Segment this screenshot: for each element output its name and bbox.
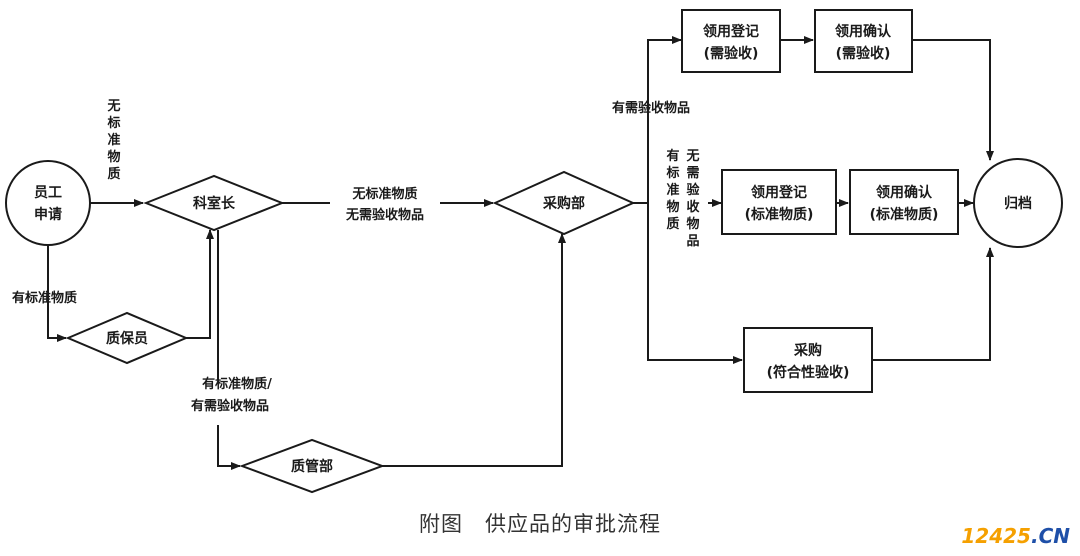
label-has-standard: 有标准物质 [12,290,77,306]
edge-applicant-qa [47,245,67,342]
svg-text:标: 标 [106,115,120,131]
svg-text:品: 品 [686,234,699,249]
watermark-suffix: CN [1038,524,1070,548]
archive-label: 归档 [1004,195,1032,212]
svg-text:验: 验 [686,182,700,198]
confirm-inspect-label-1: 领用确认 [835,23,892,40]
label-col-standard: 有 标 准 物 质 [665,148,679,232]
label-needs-inspection: 有需验收物品 [612,100,690,116]
svg-text:质: 质 [666,216,679,232]
confirm-inspect-label-2: (需验收) [836,45,891,62]
svg-text:无需验收物品: 无需验收物品 [345,207,424,223]
reg-inspect-label-2: (需验收) [704,45,759,62]
node-applicant [5,160,91,246]
node-reg-inspect [681,9,781,73]
purchase-conformity-label-2: (符合性验收) [767,364,850,381]
svg-text:质: 质 [107,166,120,182]
svg-text:准: 准 [107,132,120,148]
node-purchasing-dept [492,170,636,236]
label-no-standard-vertical: 无 标 准 物 质 [106,99,120,182]
svg-text:物: 物 [107,149,120,165]
reg-standard-label-2: (标准物质) [745,206,814,223]
site-watermark: 12425.CN [961,524,1070,548]
svg-text:需: 需 [686,166,699,181]
svg-text:无: 无 [685,149,699,164]
edge-confirm-inspect-archive [912,39,994,161]
edge-qm-purchasing [382,233,566,467]
confirm-standard-label-1: 领用确认 [876,184,933,201]
svg-text:无标准物质: 无标准物质 [351,186,417,202]
purchase-conformity-label-1: 采购 [793,342,822,359]
node-confirm-inspect [814,9,913,73]
svg-text:物: 物 [666,199,679,215]
edge-qa-chief [185,229,214,339]
qa-officer-label: 质保员 [106,330,148,347]
qm-dept-label: 质管部 [291,458,333,475]
edge-branch-bottom [647,203,743,364]
edge-branch-top [647,36,682,203]
edge-chief-qm-2 [217,425,241,470]
purchasing-dept-label: 采购部 [542,195,585,212]
svg-text:物: 物 [686,216,699,232]
section-chief-label: 科室长 [193,195,236,212]
node-reg-standard [721,169,837,235]
node-section-chief [143,174,285,232]
figure-caption: 附图 供应品的审批流程 [419,512,661,536]
reg-inspect-label-1: 领用登记 [703,23,759,40]
node-confirm-standard [849,169,959,235]
svg-text:准: 准 [666,182,679,198]
reg-standard-label-1: 领用登记 [751,184,807,201]
watermark-dot: . [1030,524,1039,548]
node-purchase-conformity [743,327,873,393]
svg-text:有需验收物品: 有需验收物品 [191,398,269,414]
node-archive [973,158,1063,248]
node-qa-officer [65,311,189,365]
label-col-no-inspection: 无 需 验 收 物 品 [685,149,700,249]
edge-purchase-archive [872,247,994,361]
applicant-label-2: 申请 [34,206,62,223]
svg-text:有: 有 [666,148,679,164]
label-to-purchasing: 无标准物质 无需验收物品 [345,186,424,223]
label-to-qm: 有标准物质/ 有需验收物品 [191,376,272,414]
svg-text:有标准物质/: 有标准物质/ [202,376,272,392]
svg-text:收: 收 [686,199,700,215]
svg-text:标: 标 [665,165,679,181]
confirm-standard-label-2: (标准物质) [870,206,939,223]
watermark-main: 12425 [961,524,1031,548]
svg-text:无: 无 [106,99,120,114]
node-qm-dept [239,438,385,494]
applicant-label-1: 员工 [34,185,62,201]
